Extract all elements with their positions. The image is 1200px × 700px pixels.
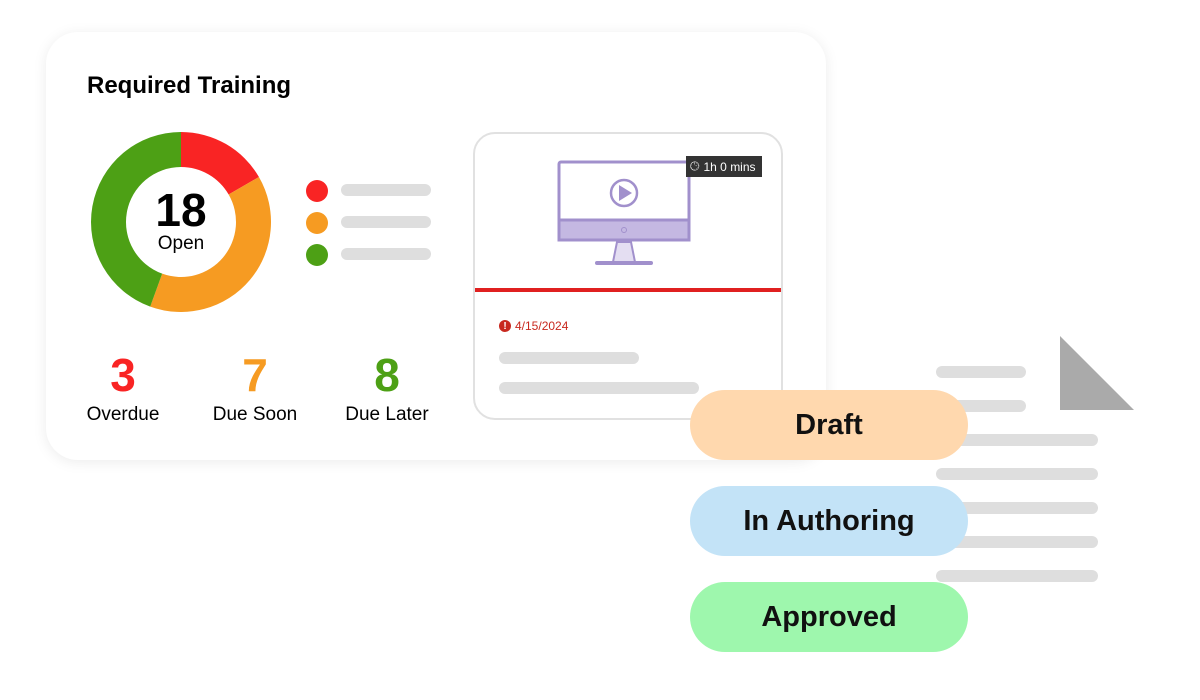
- due-date: ! 4/15/2024: [499, 319, 568, 333]
- text-placeholder: [499, 382, 699, 394]
- overdue-bar: [475, 288, 781, 292]
- stat-value: 3: [110, 349, 136, 401]
- legend-dot-due-later: [306, 244, 328, 266]
- status-in-authoring[interactable]: In Authoring: [690, 486, 968, 556]
- due-date-text: 4/15/2024: [515, 319, 569, 333]
- legend-placeholder: [341, 216, 431, 228]
- card-title: Required Training: [87, 72, 292, 99]
- legend-dot-due-soon: [306, 212, 328, 234]
- document-fold: [1060, 336, 1134, 410]
- stat-value: 8: [374, 349, 400, 401]
- doc-line: [936, 468, 1098, 480]
- open-label: Open: [157, 233, 205, 254]
- doc-line: [936, 536, 1098, 548]
- status-approved[interactable]: Approved: [690, 582, 968, 652]
- course-card[interactable]: 🕒︎1h 0 mins ! 4/15/2024: [473, 132, 783, 420]
- status-draft[interactable]: Draft: [690, 390, 968, 460]
- stat-label: Overdue: [86, 404, 160, 425]
- donut-slice-overdue[interactable]: [181, 132, 259, 195]
- stat-label: Due Soon: [212, 404, 298, 425]
- doc-line: [936, 434, 1098, 446]
- donut-chart: [91, 132, 271, 312]
- duration-text: 1h 0 mins: [703, 159, 756, 174]
- open-count: 18: [155, 184, 207, 236]
- doc-line: [936, 366, 1026, 378]
- clock-icon: 🕒︎: [690, 159, 700, 173]
- donut-slice-due-later[interactable]: [91, 132, 181, 307]
- alert-icon: !: [499, 320, 511, 332]
- stat-label: Due Later: [345, 404, 429, 425]
- duration-badge: 🕒︎1h 0 mins: [686, 156, 762, 177]
- donut-slice-due-soon[interactable]: [150, 177, 271, 312]
- legend-dot-overdue: [306, 180, 328, 202]
- text-placeholder: [499, 352, 639, 364]
- doc-line: [936, 502, 1098, 514]
- doc-line: [936, 570, 1098, 582]
- legend-placeholder: [341, 184, 431, 196]
- stat-value: 7: [242, 349, 268, 401]
- legend-placeholder: [341, 248, 431, 260]
- monitor-play-icon: [557, 160, 691, 265]
